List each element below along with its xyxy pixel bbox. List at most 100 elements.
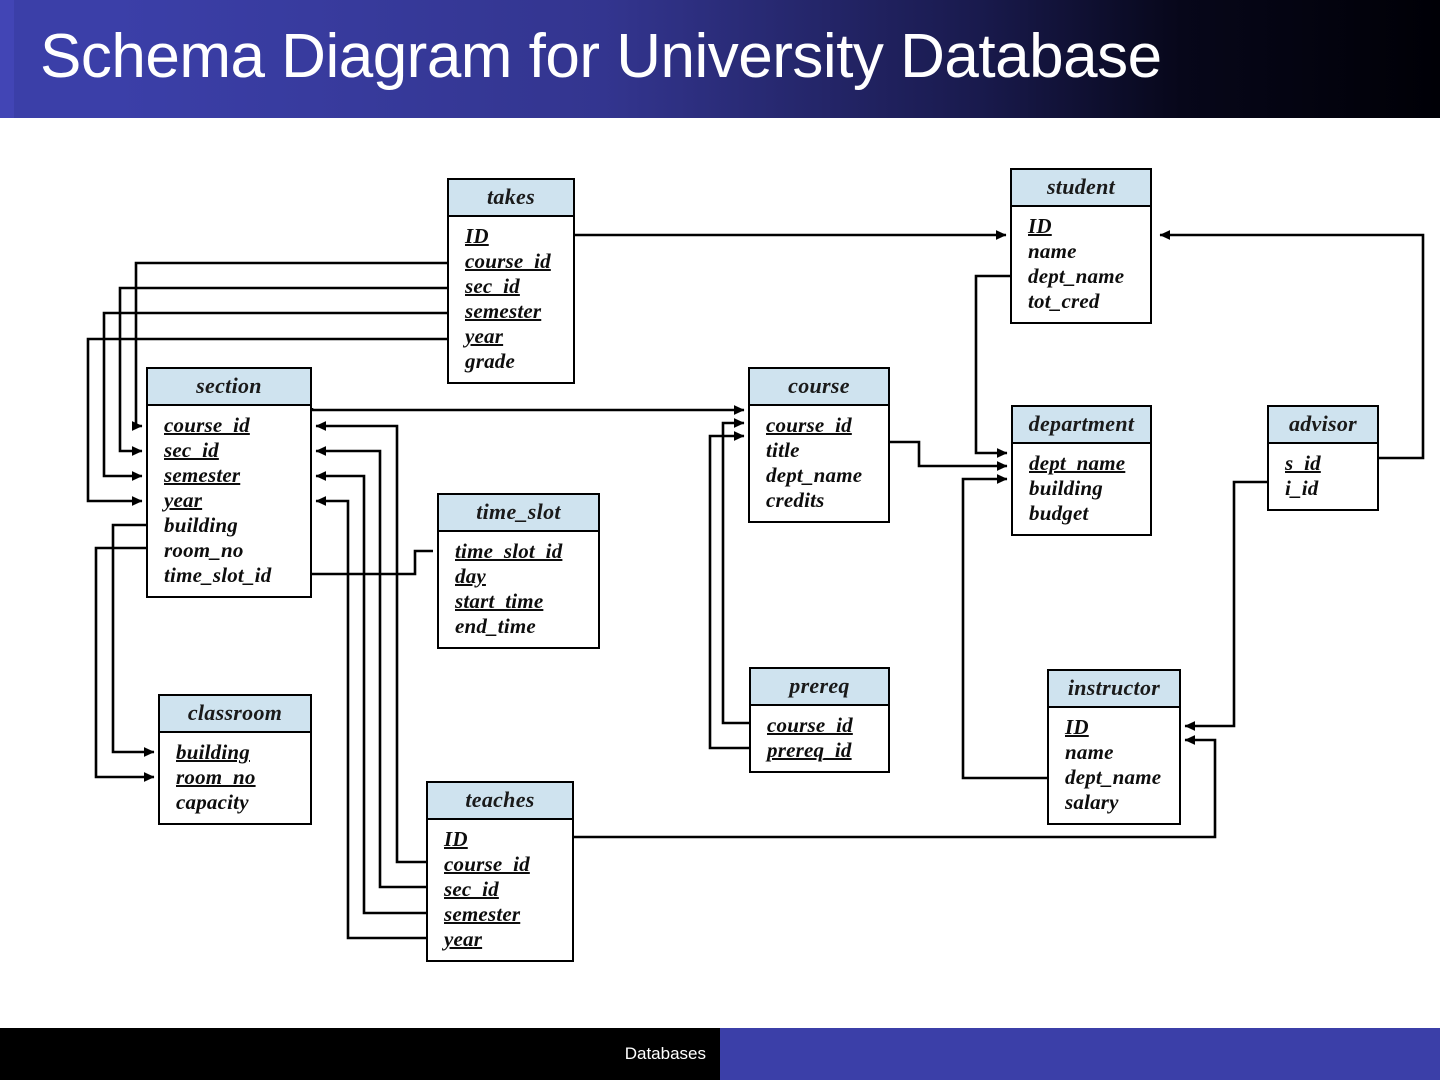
primary-key-attribute-time_slot-time_slot_id: time_slot_id: [455, 539, 563, 563]
primary-key-attribute-teaches-year: year: [444, 927, 483, 951]
primary-key-attribute-prereq-course_id: course_id: [767, 713, 853, 737]
edge-takes-year-section: [86, 337, 447, 506]
primary-key-attribute-student-ID: ID: [1028, 214, 1052, 238]
page-title: Schema Diagram for University Database: [40, 22, 1162, 91]
attribute-section-room_no: room_no: [164, 538, 244, 562]
entity-title-takes: takes: [449, 180, 573, 217]
edge-takes-semester-section: [102, 311, 447, 481]
attribute-section-building: building: [164, 513, 238, 537]
edge-teaches-id-instructor: [574, 735, 1217, 839]
edge-prereq-prereqid-course: [708, 431, 749, 750]
relationship-connectors: [86, 230, 1425, 940]
edge-section-timeslotid-timeslot: [312, 549, 433, 576]
edge-takes-secid-section: [118, 286, 447, 456]
edge-course-deptname-department: [890, 440, 1008, 471]
primary-key-attribute-classroom-room_no: room_no: [176, 765, 256, 789]
attribute-course-dept_name: dept_name: [766, 463, 863, 487]
attribute-course-title: title: [766, 438, 800, 462]
edge-takes-courseid-section: [132, 261, 447, 431]
edge-teaches-courseid-section: [315, 421, 426, 864]
entity-title-student: student: [1012, 170, 1150, 207]
primary-key-attribute-advisor-s_id: s_id: [1285, 451, 1321, 475]
edge-teaches-secid-section: [315, 446, 426, 889]
edge-section-roomno-classroom: [94, 546, 155, 782]
attribute-department-budget: budget: [1029, 501, 1089, 525]
attribute-student-dept_name: dept_name: [1028, 264, 1125, 288]
entity-title-time_slot: time_slot: [439, 495, 598, 532]
attribute-advisor-i_id: i_id: [1285, 476, 1319, 500]
attribute-student-name: name: [1028, 239, 1077, 263]
entity-title-course: course: [750, 369, 888, 406]
attribute-instructor-dept_name: dept_name: [1065, 765, 1162, 789]
primary-key-attribute-instructor-ID: ID: [1065, 715, 1089, 739]
edge-section-courseid-course: [310, 405, 745, 415]
primary-key-attribute-section-year: year: [164, 488, 203, 512]
attribute-course-credits: credits: [766, 488, 825, 512]
edge-student-deptname-department: [974, 274, 1010, 458]
primary-key-attribute-prereq-prereq_id: prereq_id: [767, 738, 852, 762]
footer-label: Databases: [624, 1044, 706, 1063]
attribute-time_slot-end_time: end_time: [455, 614, 536, 638]
slide-title-bar: Schema Diagram for University Database: [0, 0, 1440, 118]
primary-key-attribute-course-course_id: course_id: [766, 413, 852, 437]
attribute-section-time_slot_id: time_slot_id: [164, 563, 272, 587]
primary-key-attribute-classroom-building: building: [176, 740, 250, 764]
entity-title-instructor: instructor: [1049, 671, 1179, 708]
primary-key-attribute-takes-course_id: course_id: [465, 249, 551, 273]
footer-blue-band: [720, 1028, 1440, 1080]
entity-title-prereq: prereq: [751, 669, 888, 706]
footer-black-band: [0, 1028, 720, 1080]
entity-title-section: section: [148, 369, 310, 406]
entity-title-advisor: advisor: [1269, 407, 1377, 444]
attribute-department-building: building: [1029, 476, 1103, 500]
slide-footer: Databases: [0, 1028, 1440, 1080]
attribute-instructor-salary: salary: [1065, 790, 1119, 814]
primary-key-attribute-takes-ID: ID: [465, 224, 489, 248]
edge-section-building-classroom: [111, 523, 155, 757]
primary-key-attribute-section-course_id: course_id: [164, 413, 250, 437]
attribute-instructor-name: name: [1065, 740, 1114, 764]
attribute-takes-grade: grade: [465, 349, 515, 373]
primary-key-attribute-department-dept_name: dept_name: [1029, 451, 1126, 475]
primary-key-attribute-teaches-semester: semester: [444, 902, 521, 926]
primary-key-attribute-teaches-sec_id: sec_id: [444, 877, 499, 901]
entity-title-classroom: classroom: [160, 696, 310, 733]
edge-prereq-courseid-course: [721, 418, 749, 725]
primary-key-attribute-teaches-course_id: course_id: [444, 852, 530, 876]
primary-key-attribute-time_slot-start_time: start_time: [455, 589, 544, 613]
attribute-student-tot_cred: tot_cred: [1028, 289, 1100, 313]
edge-teaches-semester-section: [315, 471, 426, 915]
entity-title-department: department: [1013, 407, 1150, 444]
primary-key-attribute-section-semester: semester: [164, 463, 241, 487]
primary-key-attribute-takes-semester: semester: [465, 299, 542, 323]
edge-advisor-iid-instructor: [1184, 480, 1267, 731]
primary-key-attribute-time_slot-day: day: [455, 564, 486, 588]
title-accent-bar: [0, 0, 14, 118]
entity-title-teaches: teaches: [428, 783, 572, 820]
edge-advisor-sid-student: [1159, 230, 1425, 460]
